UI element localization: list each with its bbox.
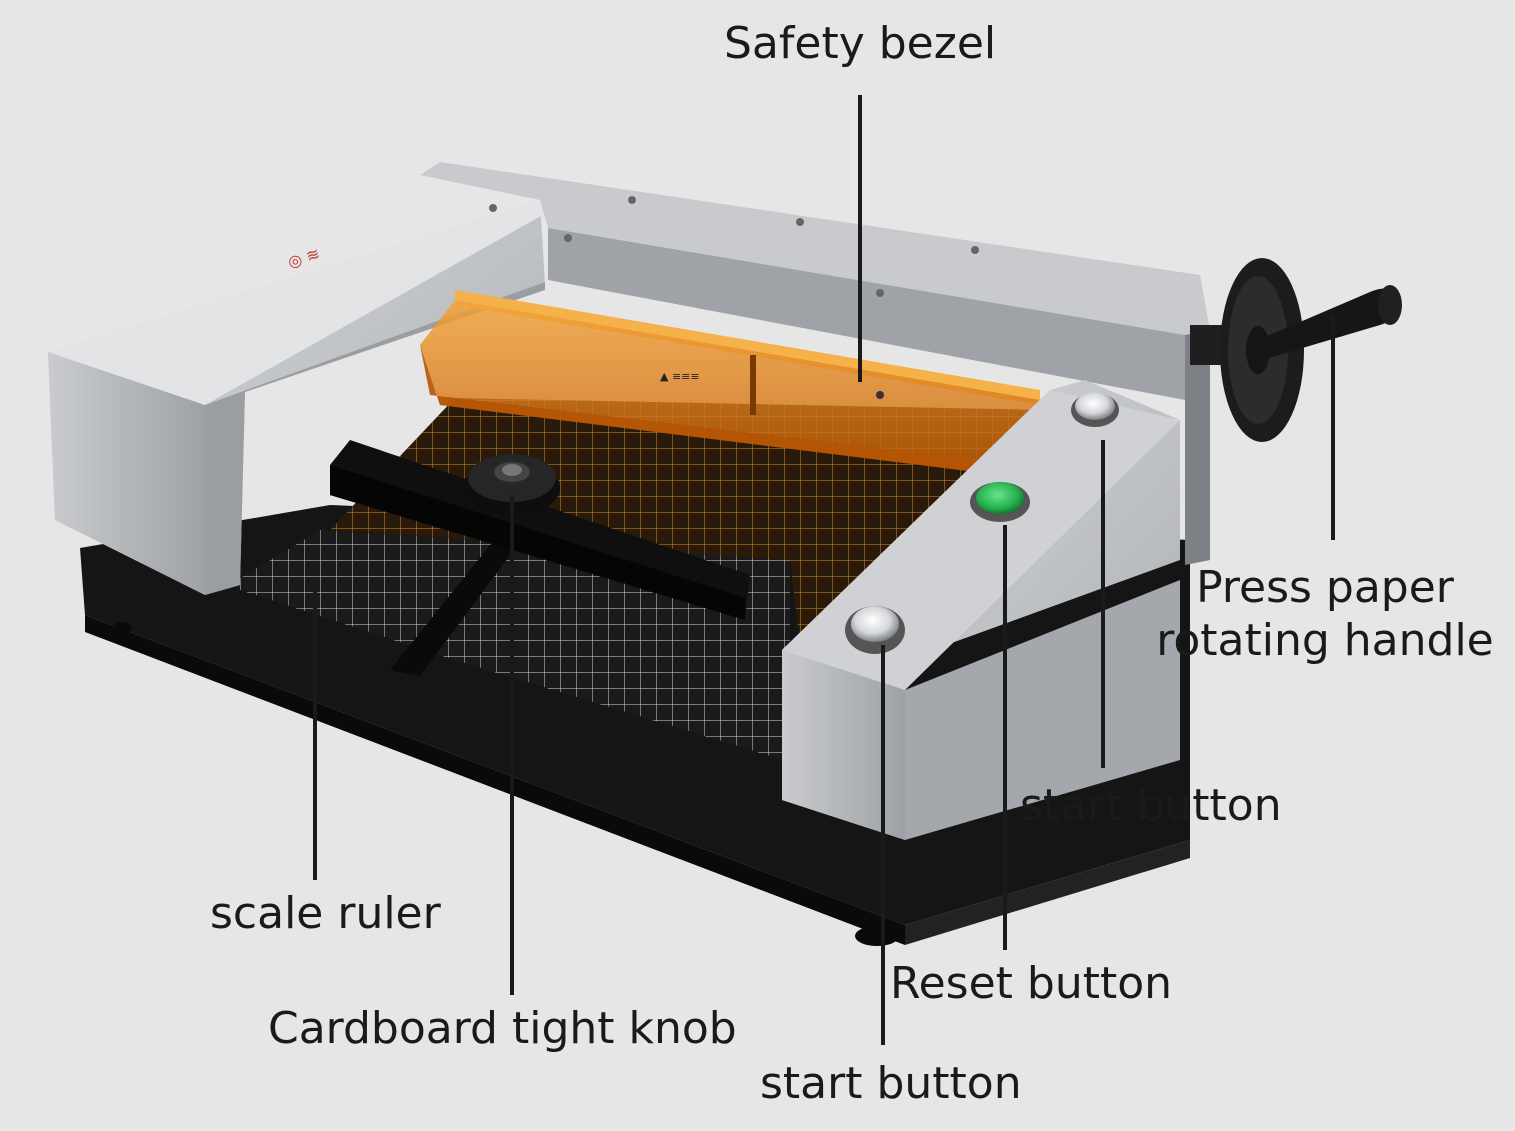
label-cardboard-knob: Cardboard tight knob — [268, 1003, 737, 1054]
label-press-paper-line2: rotating handle — [1156, 614, 1494, 666]
back-frame — [420, 162, 1210, 565]
start-button-upper[interactable] — [1071, 392, 1119, 427]
label-press-paper-handle: Press paper rotating handle — [1140, 562, 1510, 668]
label-start-button-lower: start button — [760, 1058, 1022, 1109]
label-reset-button: Reset button — [890, 958, 1173, 1009]
start-button-lower[interactable] — [845, 606, 905, 654]
reset-button[interactable] — [970, 482, 1030, 522]
label-start-button-upper: start button — [1020, 780, 1282, 831]
brand-logo-mark: ◎ ≋ — [285, 244, 322, 272]
label-safety-bezel: Safety bezel — [724, 18, 997, 69]
label-press-paper-line1: Press paper — [1196, 562, 1454, 613]
left-housing: ◎ ≋ — [48, 200, 548, 595]
cardboard-tight-knob[interactable] — [464, 454, 560, 516]
press-paper-rotating-handle[interactable] — [1190, 258, 1402, 442]
warning-sticker-icon: ▲ ≡≡≡ — [660, 370, 700, 383]
safety-bezel: ▲ ≡≡≡ — [420, 290, 1040, 475]
back-gauge-bar — [330, 440, 750, 620]
label-scale-ruler: scale ruler — [210, 888, 441, 939]
leader-lines — [313, 95, 1335, 1045]
